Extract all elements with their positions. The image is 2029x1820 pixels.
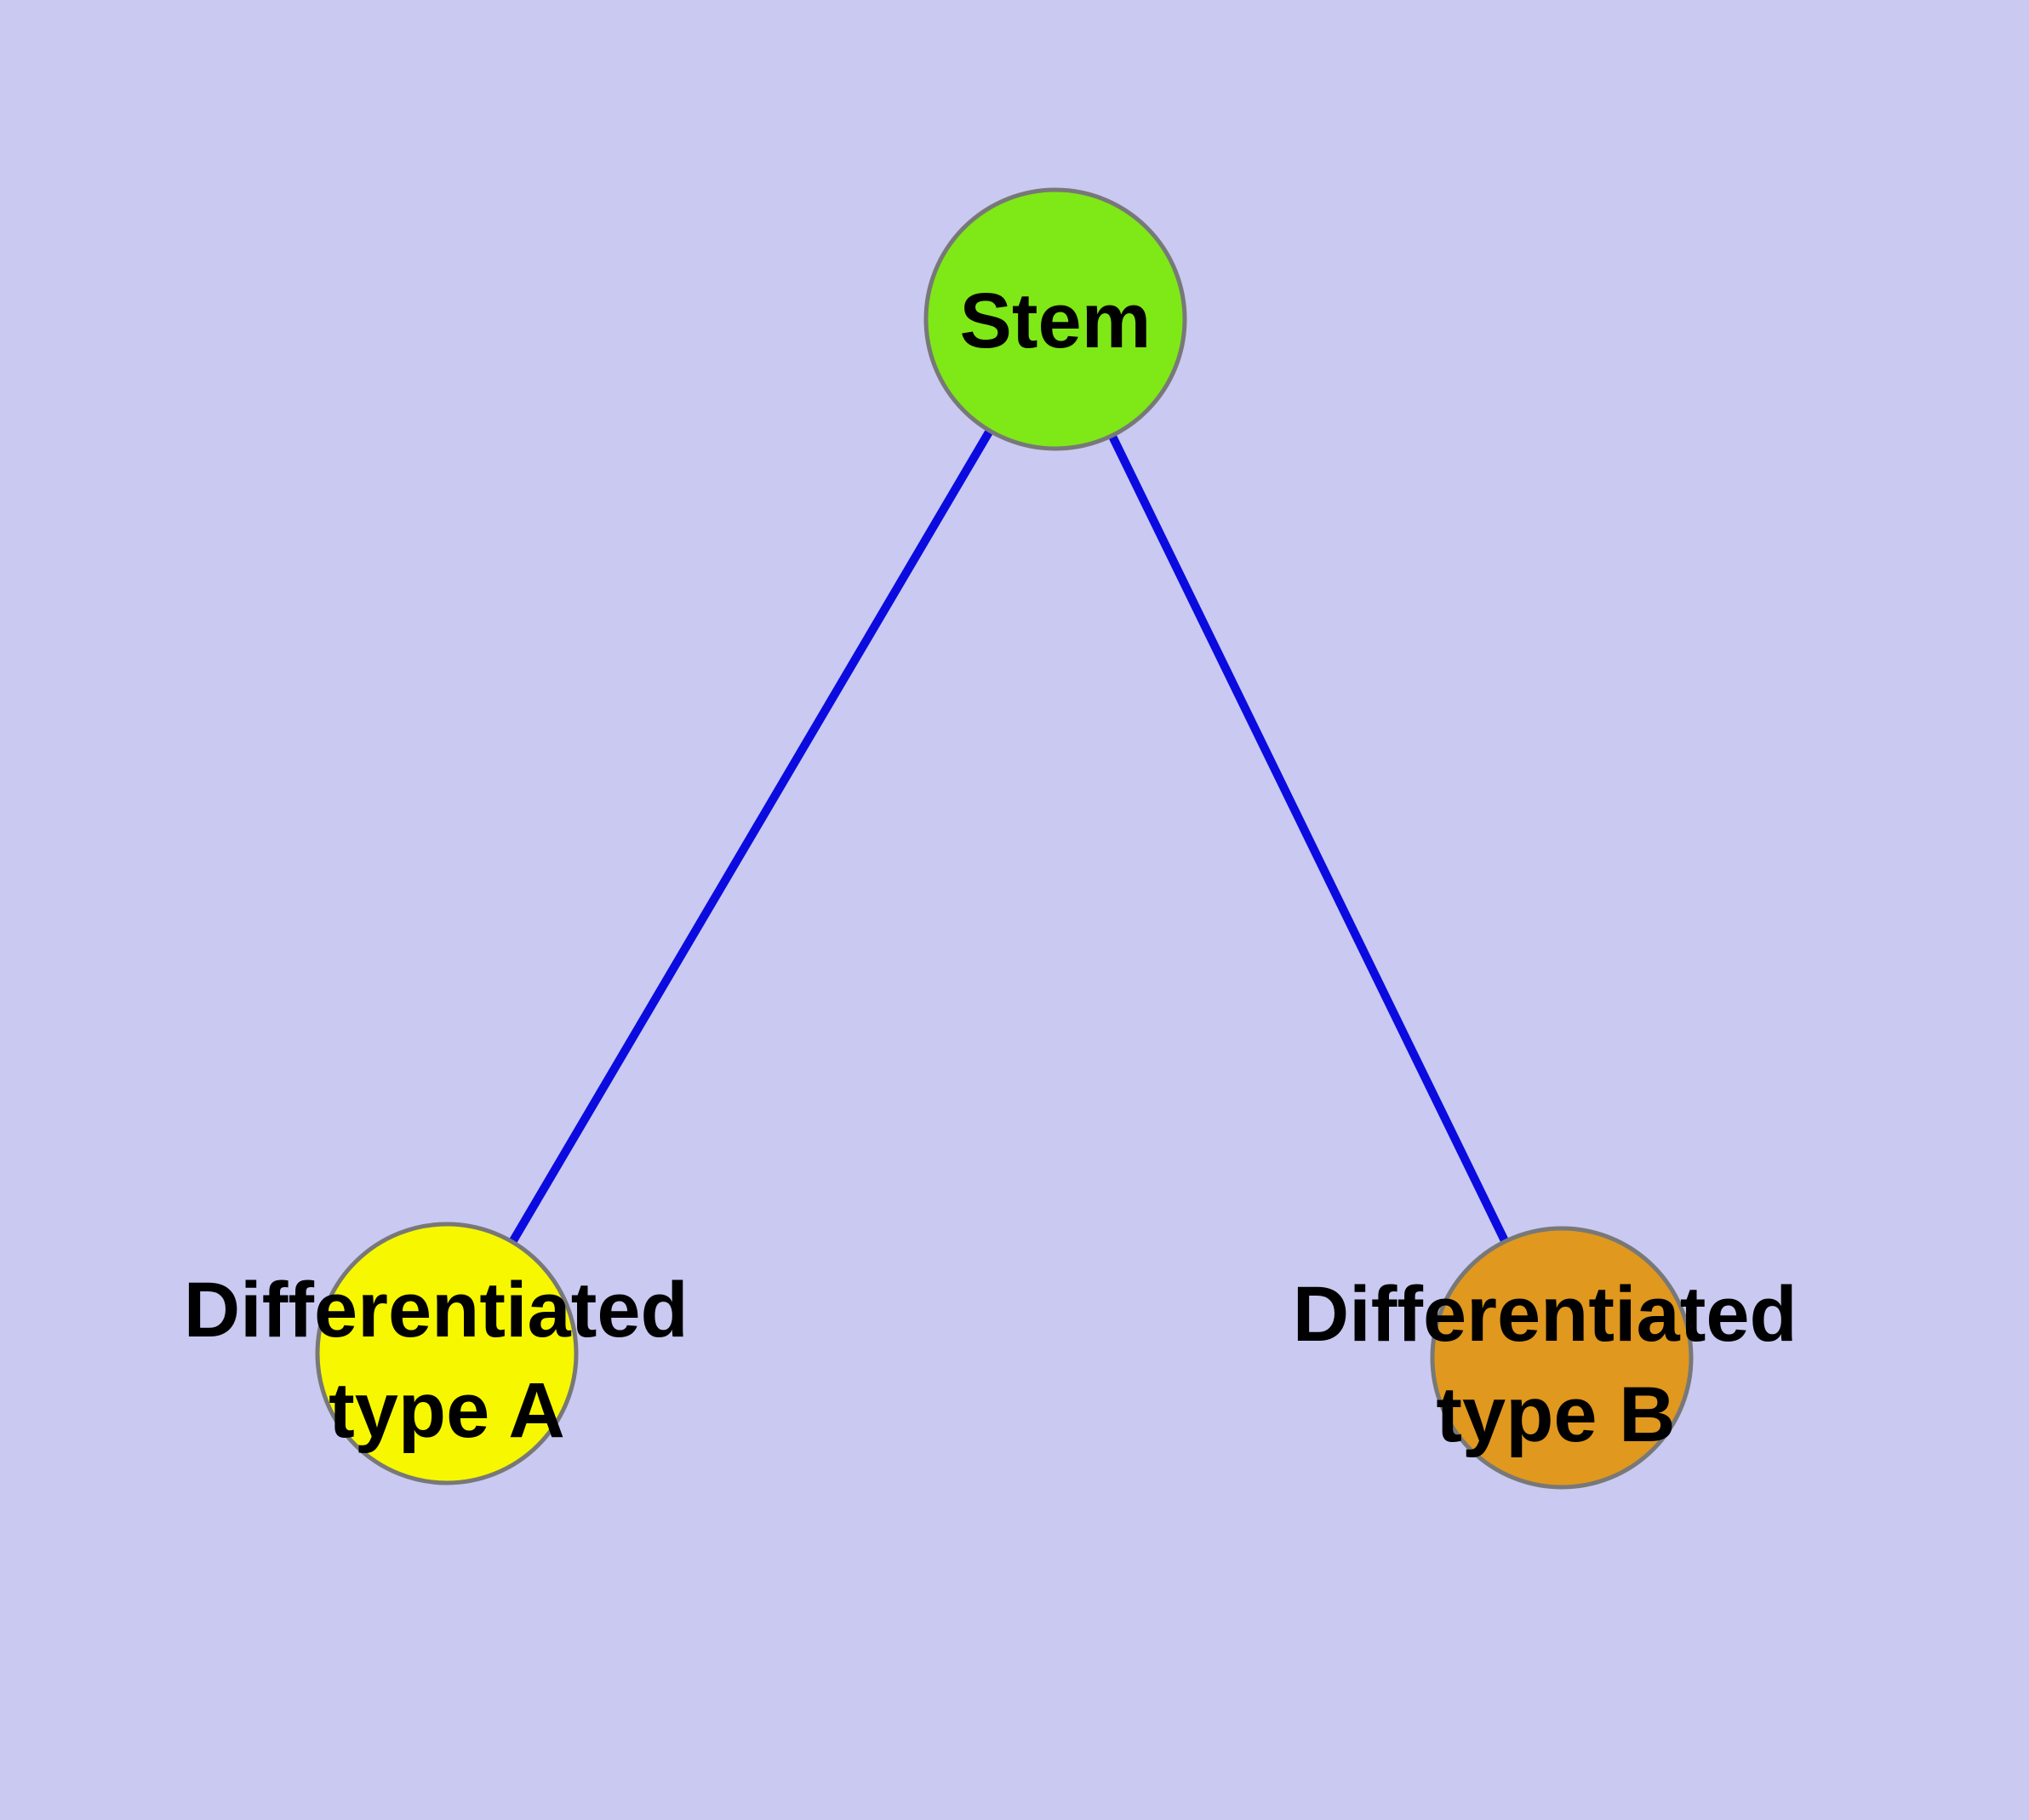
- edge-stem-to-type-a: [443, 317, 1060, 1356]
- node-type-b-label-line1: Differentiated: [1293, 1271, 1798, 1358]
- node-stem-label: Stem: [960, 278, 1152, 364]
- node-type-a-label: Differentiated type A: [184, 1267, 711, 1454]
- edge-stem-to-type-b: [1051, 317, 1566, 1360]
- node-differentiated-type-a: [315, 1222, 579, 1485]
- node-type-a-label-line1: Differentiated: [184, 1267, 689, 1354]
- node-type-a-label-line2: type A: [329, 1367, 565, 1454]
- node-stem: [923, 187, 1187, 451]
- node-type-b-label: Differentiated type B: [1293, 1271, 1820, 1458]
- node-type-b-label-line2: type B: [1436, 1371, 1675, 1458]
- node-differentiated-type-b: [1430, 1226, 1694, 1490]
